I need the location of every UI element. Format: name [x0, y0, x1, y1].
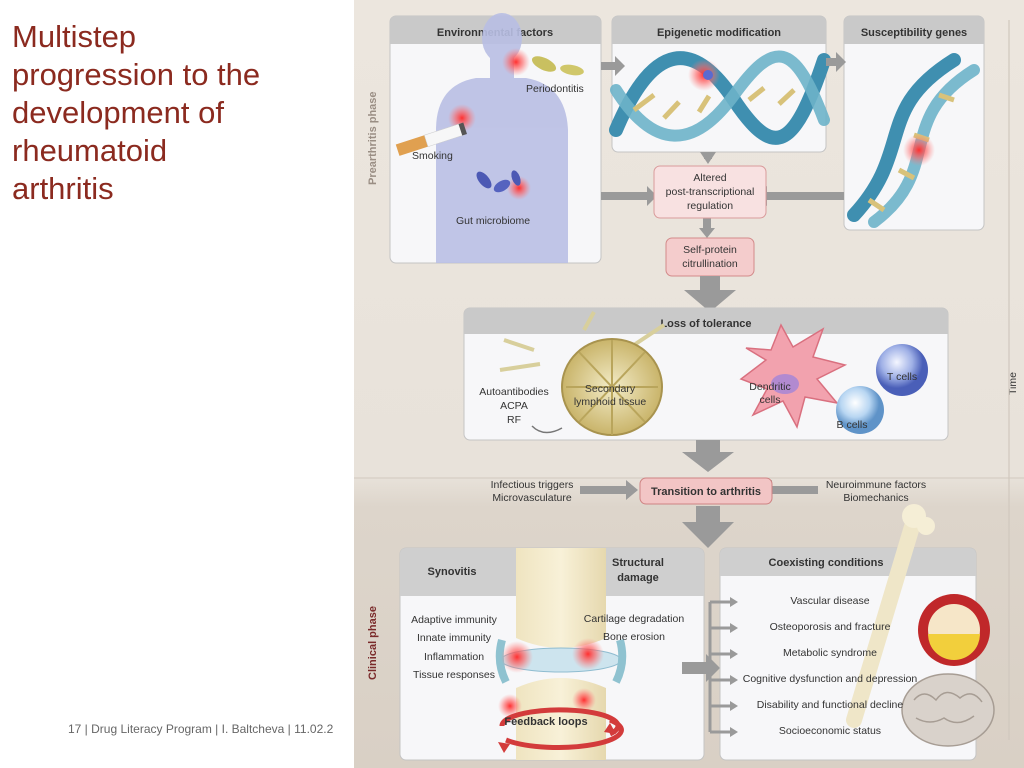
- infectious-triggers-label: Infectious triggers: [491, 479, 574, 491]
- environmental-factors-panel: Environmental factors Periodontitis Smok…: [390, 13, 601, 263]
- synovitis-item: Adaptive immunity: [411, 614, 498, 626]
- synovitis-title: Synovitis: [428, 566, 477, 578]
- autoantibodies-label: Autoantibodies: [479, 386, 548, 398]
- condition-item: Vascular disease: [790, 595, 869, 607]
- t-cell-icon: [876, 344, 928, 396]
- dendritic-cells-label: cells: [759, 394, 780, 406]
- b-cells-label: B cells: [837, 419, 868, 431]
- citrullination-label-line: citrullination: [682, 258, 738, 270]
- coexisting-conditions-title: Coexisting conditions: [769, 557, 884, 569]
- gene-burst-icon: [903, 134, 935, 166]
- gut-microbiome-label: Gut microbiome: [456, 215, 530, 227]
- condition-item: Disability and functional decline: [757, 699, 904, 711]
- condition-item: Osteoporosis and fracture: [770, 621, 891, 633]
- structural-item: Bone erosion: [603, 631, 665, 643]
- synovitis-item: Innate immunity: [417, 632, 492, 644]
- structural-damage-title: damage: [617, 572, 659, 584]
- dendritic-cells-label: Dendritic: [749, 381, 790, 393]
- synovitis-item: Inflammation: [424, 651, 484, 663]
- cartilage-damage-icon: [572, 638, 604, 670]
- t-cells-label: T cells: [887, 371, 917, 383]
- condition-item: Socioeconomic status: [779, 725, 881, 737]
- ra-progression-figure: Prearthritis phase Clinical phase Time E…: [354, 0, 1024, 768]
- susceptibility-genes-title: Susceptibility genes: [861, 27, 967, 39]
- transition-title: Transition to arthritis: [651, 486, 761, 498]
- biomechanics-label: Biomechanics: [843, 492, 908, 504]
- synovitis-item: Tissue responses: [413, 669, 495, 681]
- synovial-inflammation-icon: [501, 641, 533, 673]
- condition-item: Cognitive dysfunction and depression: [743, 673, 918, 685]
- periodontitis-label: Periodontitis: [526, 83, 584, 95]
- title-line: rheumatoid: [12, 132, 347, 170]
- title-line: Multistep: [12, 18, 347, 56]
- altered-label-line: regulation: [687, 200, 733, 212]
- loss-of-tolerance-panel: Loss of tolerance Autoantibodies ACPA RF…: [464, 308, 948, 440]
- title-line: development of: [12, 94, 347, 132]
- slide-footer: 17 | Drug Literacy Program | I. Baltchev…: [68, 722, 358, 742]
- title-line: progression to the: [12, 56, 347, 94]
- susceptibility-genes-panel: Susceptibility genes: [844, 16, 984, 230]
- mouth-inflammation-icon: [502, 48, 530, 76]
- microvasculature-label: Microvasculature: [492, 492, 572, 504]
- epigenetic-modification-panel: Epigenetic modification: [612, 16, 826, 152]
- structural-damage-title: Structural: [612, 557, 664, 569]
- altered-label-line: Altered: [693, 172, 726, 184]
- neuroimmune-factors-label: Neuroimmune factors: [826, 479, 926, 491]
- feedback-loops-label: Feedback loops: [504, 716, 587, 728]
- prearthritis-phase-label: Prearthritis phase: [367, 91, 379, 185]
- synovitis-structural-panel: Synovitis Structural damage Adaptive imm…: [400, 548, 704, 760]
- artery-cross-section-icon: [918, 594, 990, 666]
- structural-item: Cartilage degradation: [584, 613, 685, 625]
- secondary-lymphoid-label: lymphoid tissue: [574, 396, 647, 408]
- epigenetic-modification-title: Epigenetic modification: [657, 27, 781, 39]
- secondary-lymphoid-label: Secondary: [585, 383, 636, 395]
- title-line: arthritis: [12, 170, 347, 208]
- condition-item: Metabolic syndrome: [783, 647, 877, 659]
- rf-label: RF: [507, 414, 521, 426]
- clinical-phase-label: Clinical phase: [367, 606, 379, 680]
- slide-title: Multistep progression to the development…: [12, 18, 347, 208]
- smoking-label: Smoking: [412, 150, 453, 162]
- altered-regulation-box: Altered post-transcriptional regulation: [654, 166, 766, 218]
- altered-label-line: post-transcriptional: [666, 186, 755, 198]
- self-protein-citrullination-box: Self-protein citrullination: [666, 238, 754, 276]
- loss-of-tolerance-title: Loss of tolerance: [660, 318, 751, 330]
- citrullination-label-line: Self-protein: [683, 244, 737, 256]
- acpa-label: ACPA: [500, 400, 528, 412]
